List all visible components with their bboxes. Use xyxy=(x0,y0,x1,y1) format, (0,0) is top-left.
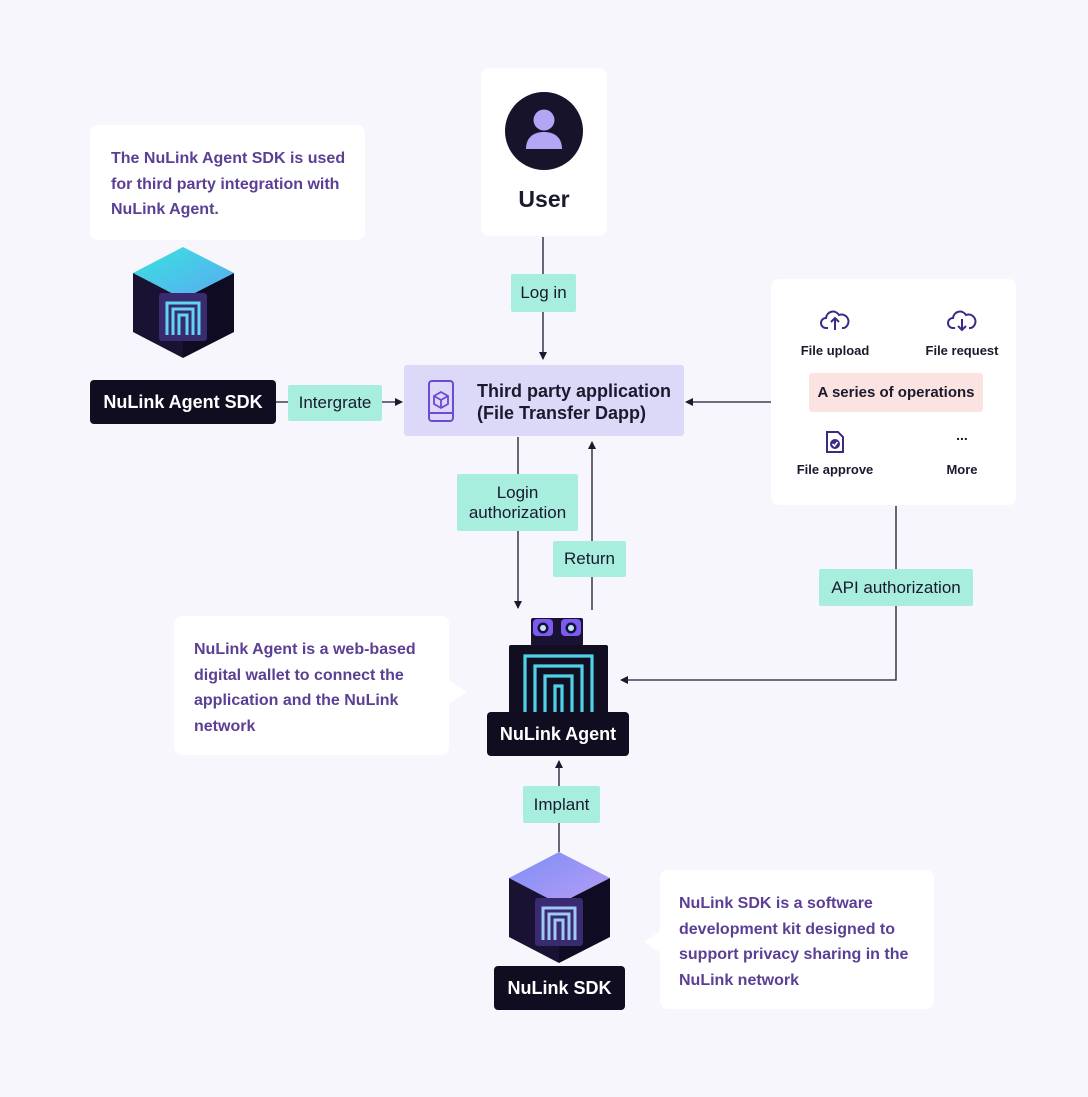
ops-to-agent-arrow xyxy=(620,506,897,684)
operations-card: File upload File request A series of ope… xyxy=(771,279,1016,505)
agent-sdk-note-text: The NuLink Agent SDK is used for third p… xyxy=(111,150,346,218)
api-authorization-label: API authorization xyxy=(819,569,973,606)
operations-banner: A series of operations xyxy=(809,373,983,412)
cloud-download-icon xyxy=(947,310,977,332)
file-check-icon xyxy=(826,431,844,453)
cloud-upload-icon xyxy=(820,310,850,330)
agent-robot-logo xyxy=(509,618,608,716)
agent-sdk-cube-logo xyxy=(133,247,234,358)
more-label: More xyxy=(946,462,978,477)
return-label: Return xyxy=(553,541,626,577)
agent-note-pointer xyxy=(449,680,467,704)
login-label: Log in xyxy=(511,274,576,312)
sdk-node: NuLink SDK xyxy=(494,966,625,1010)
file-upload-label: File upload xyxy=(800,343,870,358)
login-authorization-label: Login authorization xyxy=(457,474,578,531)
mobile-app-icon xyxy=(428,380,454,422)
sdk-cube-logo xyxy=(509,852,610,963)
agent-note-text: NuLink Agent is a web-based digital wall… xyxy=(194,641,416,735)
implant-label: Implant xyxy=(523,786,600,823)
third-party-app-subtitle: (File Transfer Dapp) xyxy=(477,403,647,423)
integrate-label: Intergrate xyxy=(288,385,382,421)
agent-sdk-note: The NuLink Agent SDK is used for third p… xyxy=(90,125,365,240)
user-card: User xyxy=(481,68,607,236)
ellipsis-icon: ... xyxy=(956,427,968,443)
agent-note: NuLink Agent is a web-based digital wall… xyxy=(174,616,467,755)
sdk-note: NuLink SDK is a software development kit… xyxy=(644,870,934,1009)
agent-sdk-node: NuLink Agent SDK xyxy=(90,380,276,424)
user-avatar-icon xyxy=(505,92,583,170)
sdk-note-text: NuLink SDK is a software development kit… xyxy=(679,895,909,989)
user-label: User xyxy=(518,186,570,212)
file-request-label: File request xyxy=(925,343,999,358)
sdk-note-pointer xyxy=(644,930,662,954)
third-party-app-title: Third party application xyxy=(477,381,672,401)
file-approve-label: File approve xyxy=(796,462,874,477)
agent-node: NuLink Agent xyxy=(487,712,629,756)
third-party-app-node: Third party application (File Transfer D… xyxy=(404,365,684,436)
